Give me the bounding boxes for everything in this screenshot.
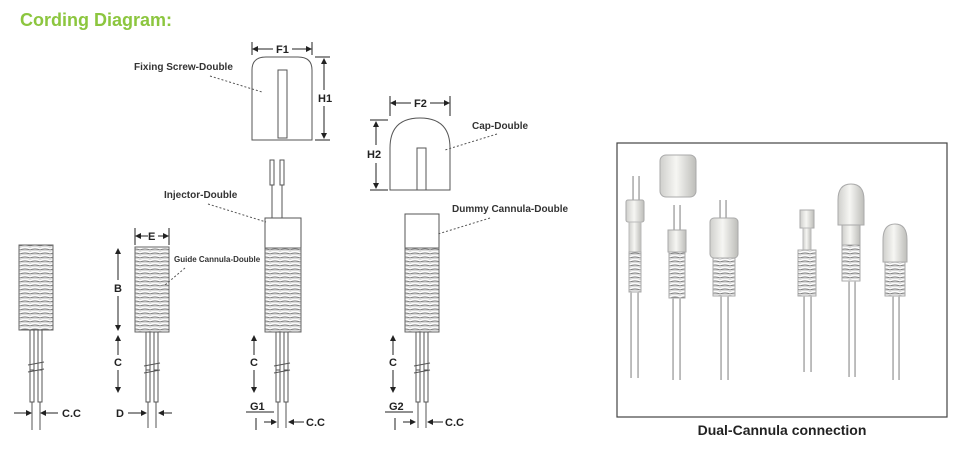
dim-cc-3: C.C — [445, 417, 464, 429]
photo-guide-cannula — [667, 205, 687, 380]
dim-cc-2: C.C — [306, 417, 325, 429]
label-cap: Cap-Double — [472, 121, 529, 132]
dim-c-3: C — [389, 357, 397, 369]
dim-c-1: C — [114, 357, 122, 369]
dim-cc-1: C.C — [62, 408, 81, 420]
label-fixing-screw: Fixing Screw-Double — [134, 62, 233, 73]
dim-c-2: C — [250, 357, 258, 369]
dual-cannula-photo — [616, 142, 948, 418]
dim-h1: H1 — [318, 93, 332, 105]
page-title: Cording Diagram: — [20, 10, 173, 30]
dim-b: B — [114, 283, 122, 295]
guide-cannula-double — [134, 246, 170, 428]
dim-f1: F1 — [276, 44, 289, 56]
dim-d: D — [116, 408, 124, 420]
label-injector: Injector-Double — [164, 190, 238, 201]
fixing-screw-double — [251, 56, 313, 141]
dim-g2: G2 — [389, 401, 404, 413]
photo-assembled-cap — [882, 223, 908, 380]
dummy-cannula-double — [404, 213, 440, 428]
guide-cannula-plain — [18, 244, 54, 430]
cap-double — [389, 117, 451, 191]
dim-e: E — [148, 231, 155, 243]
photo-cap — [837, 183, 865, 377]
photo-fixing-screw — [659, 154, 697, 198]
photo-assembled-screw — [709, 200, 739, 380]
photo-injector — [625, 176, 645, 378]
dim-h2: H2 — [367, 149, 381, 161]
label-dummy-cannula: Dummy Cannula-Double — [452, 204, 569, 215]
dim-f2: F2 — [414, 98, 427, 110]
photo-caption: Dual-Cannula connection — [697, 422, 867, 438]
photo-dummy-cannula — [797, 209, 817, 372]
injector-double — [264, 159, 302, 428]
dim-g1: G1 — [250, 401, 265, 413]
label-guide-cannula: Guide Cannula-Double — [174, 255, 261, 264]
